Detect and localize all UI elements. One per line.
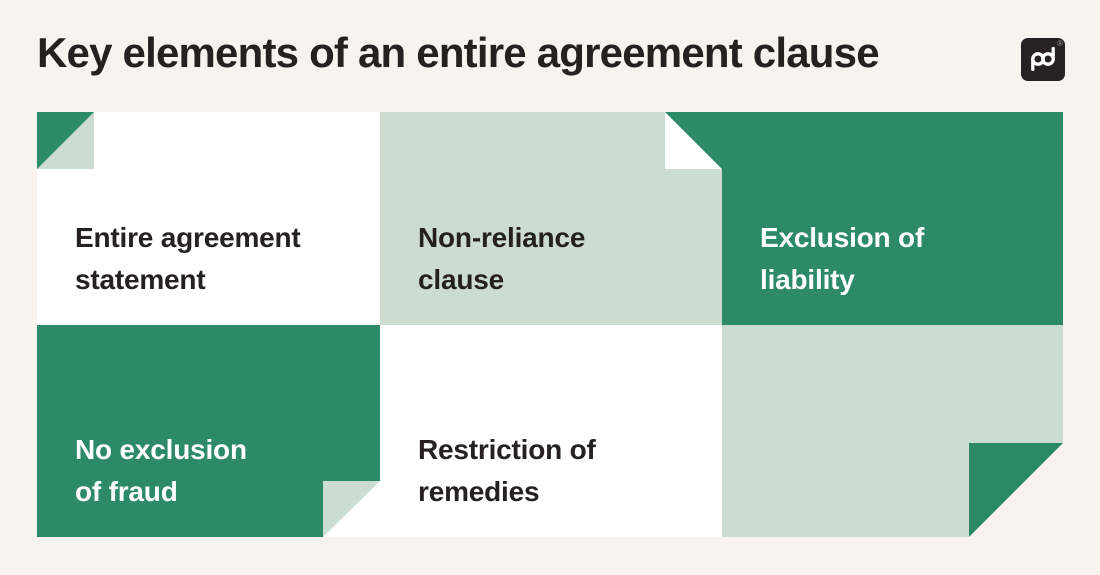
fold-corner-no-exclusion-fraud-icon: [323, 481, 380, 537]
pandadoc-pd-monogram-icon: [1031, 46, 1055, 72]
grid-cell-entire-agreement-statement: Entire agreement statement: [37, 112, 380, 325]
cell-label-line: of fraud: [75, 476, 178, 507]
fold-corner-exclusion-liability-icon: [665, 112, 722, 169]
cell-label-line: Restriction of: [418, 434, 596, 465]
cell-label-line: remedies: [418, 476, 540, 507]
page-title: Key elements of an entire agreement clau…: [37, 29, 880, 76]
cell-label-line: Exclusion of: [760, 222, 925, 253]
fold-corner-bottom-right-icon: [969, 443, 1063, 537]
cell-label-line: clause: [418, 264, 504, 295]
grid-cell-exclusion-of-liability: Exclusion of liability: [722, 112, 1063, 325]
cell-label-line: liability: [760, 264, 855, 295]
cell-label-line: Non-reliance: [418, 222, 586, 253]
fold-corner-top-left-icon: [37, 112, 94, 169]
cell-label-line: No exclusion: [75, 434, 247, 465]
grid-cell-restriction-of-remedies: Restriction of remedies: [380, 325, 722, 537]
registered-trademark-icon: ®: [1057, 39, 1063, 48]
cell-label-line: statement: [75, 264, 206, 295]
grid-cell-no-exclusion-of-fraud: No exclusion of fraud: [37, 325, 380, 537]
clause-grid: Entire agreement statement Non-reliance …: [37, 112, 1063, 537]
pandadoc-logo: ®: [1021, 38, 1065, 81]
cell-label-line: Entire agreement: [75, 222, 301, 253]
